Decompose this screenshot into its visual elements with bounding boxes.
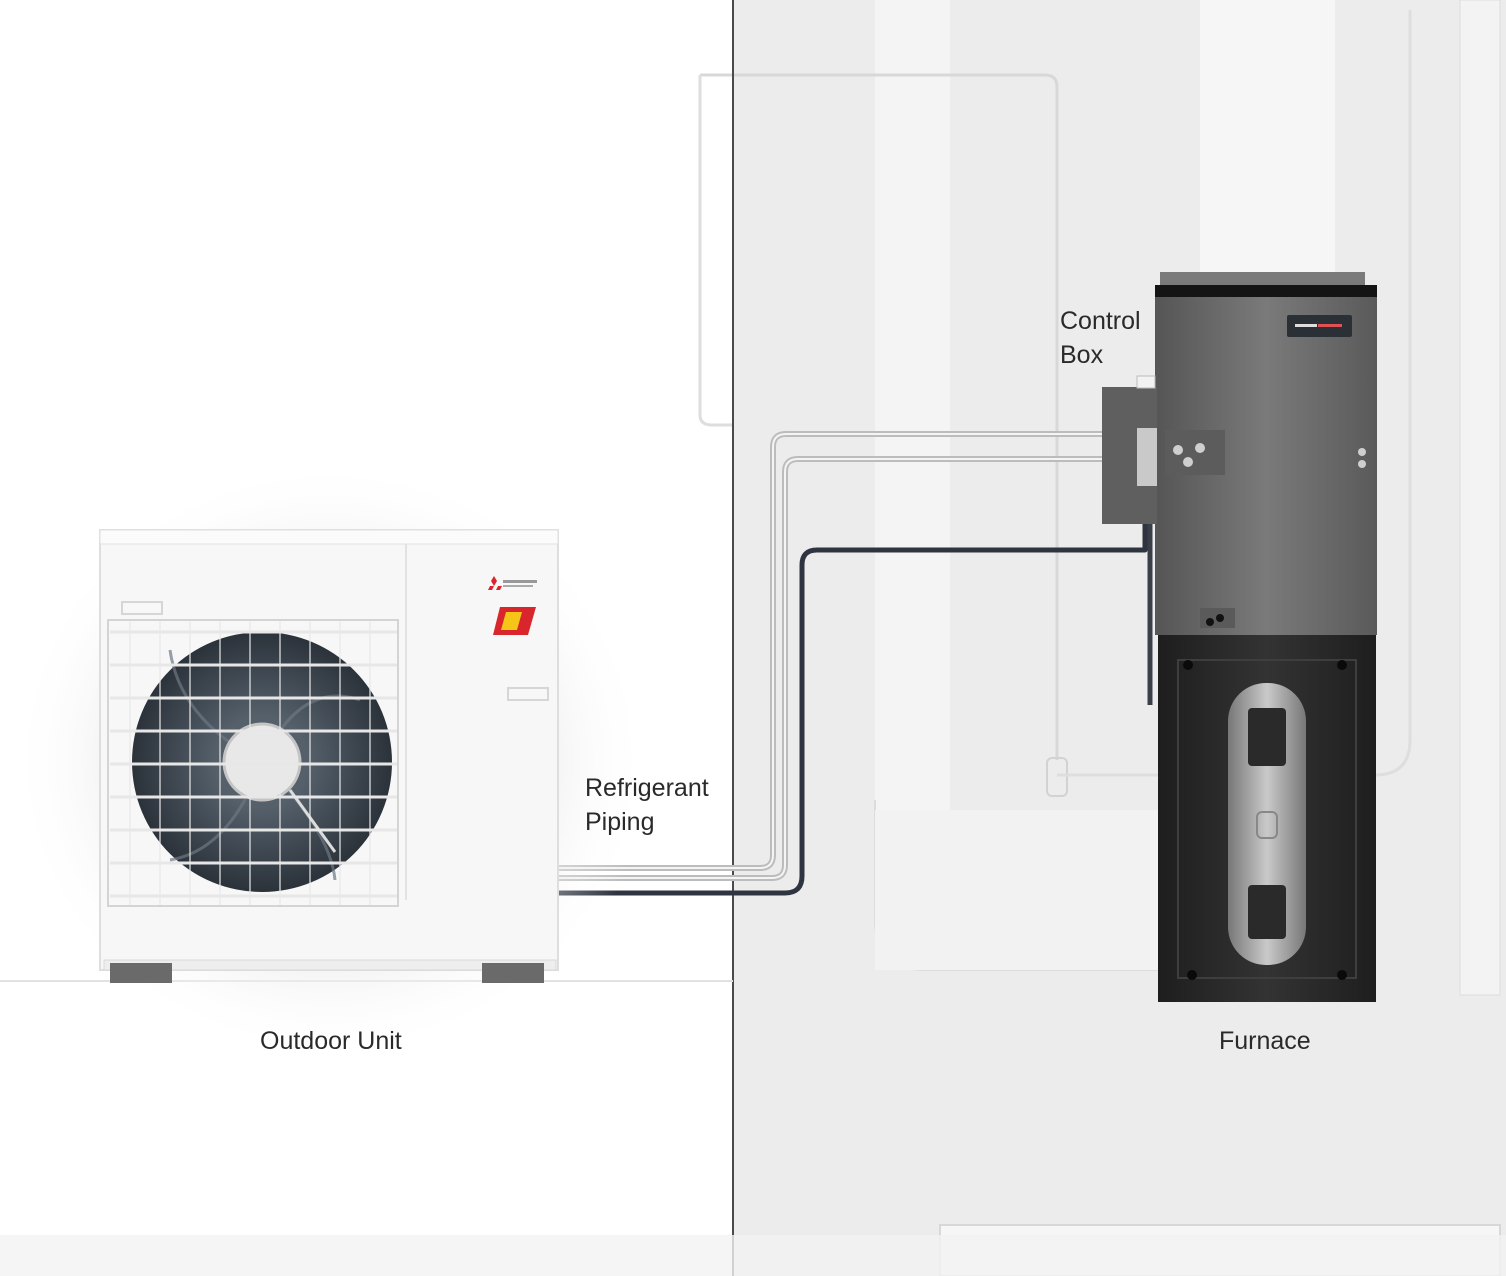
furnace-grille xyxy=(1228,683,1306,965)
refrigerant-piping-label: Refrigerant Piping xyxy=(585,771,709,839)
control-box-label: Control Box xyxy=(1060,304,1141,372)
outdoor-unit-label: Outdoor Unit xyxy=(260,1027,402,1055)
mitsubishi-diamonds-icon xyxy=(488,576,537,590)
control-box xyxy=(1102,375,1157,524)
outdoor-unit xyxy=(10,460,650,1060)
fan-grille xyxy=(110,630,398,898)
control-box-label-line1: Control xyxy=(1060,307,1141,335)
control-box-label-line2: Box xyxy=(1060,341,1104,369)
refrigerant-piping xyxy=(557,431,1153,896)
furnace xyxy=(1155,272,1377,1002)
refrigerant-piping-label-line2: Piping xyxy=(585,808,655,836)
hyper-heat-badge-icon xyxy=(493,607,536,635)
refrigerant-piping-label-line1: Refrigerant xyxy=(585,774,709,802)
furnace-label: Furnace xyxy=(1219,1027,1311,1055)
